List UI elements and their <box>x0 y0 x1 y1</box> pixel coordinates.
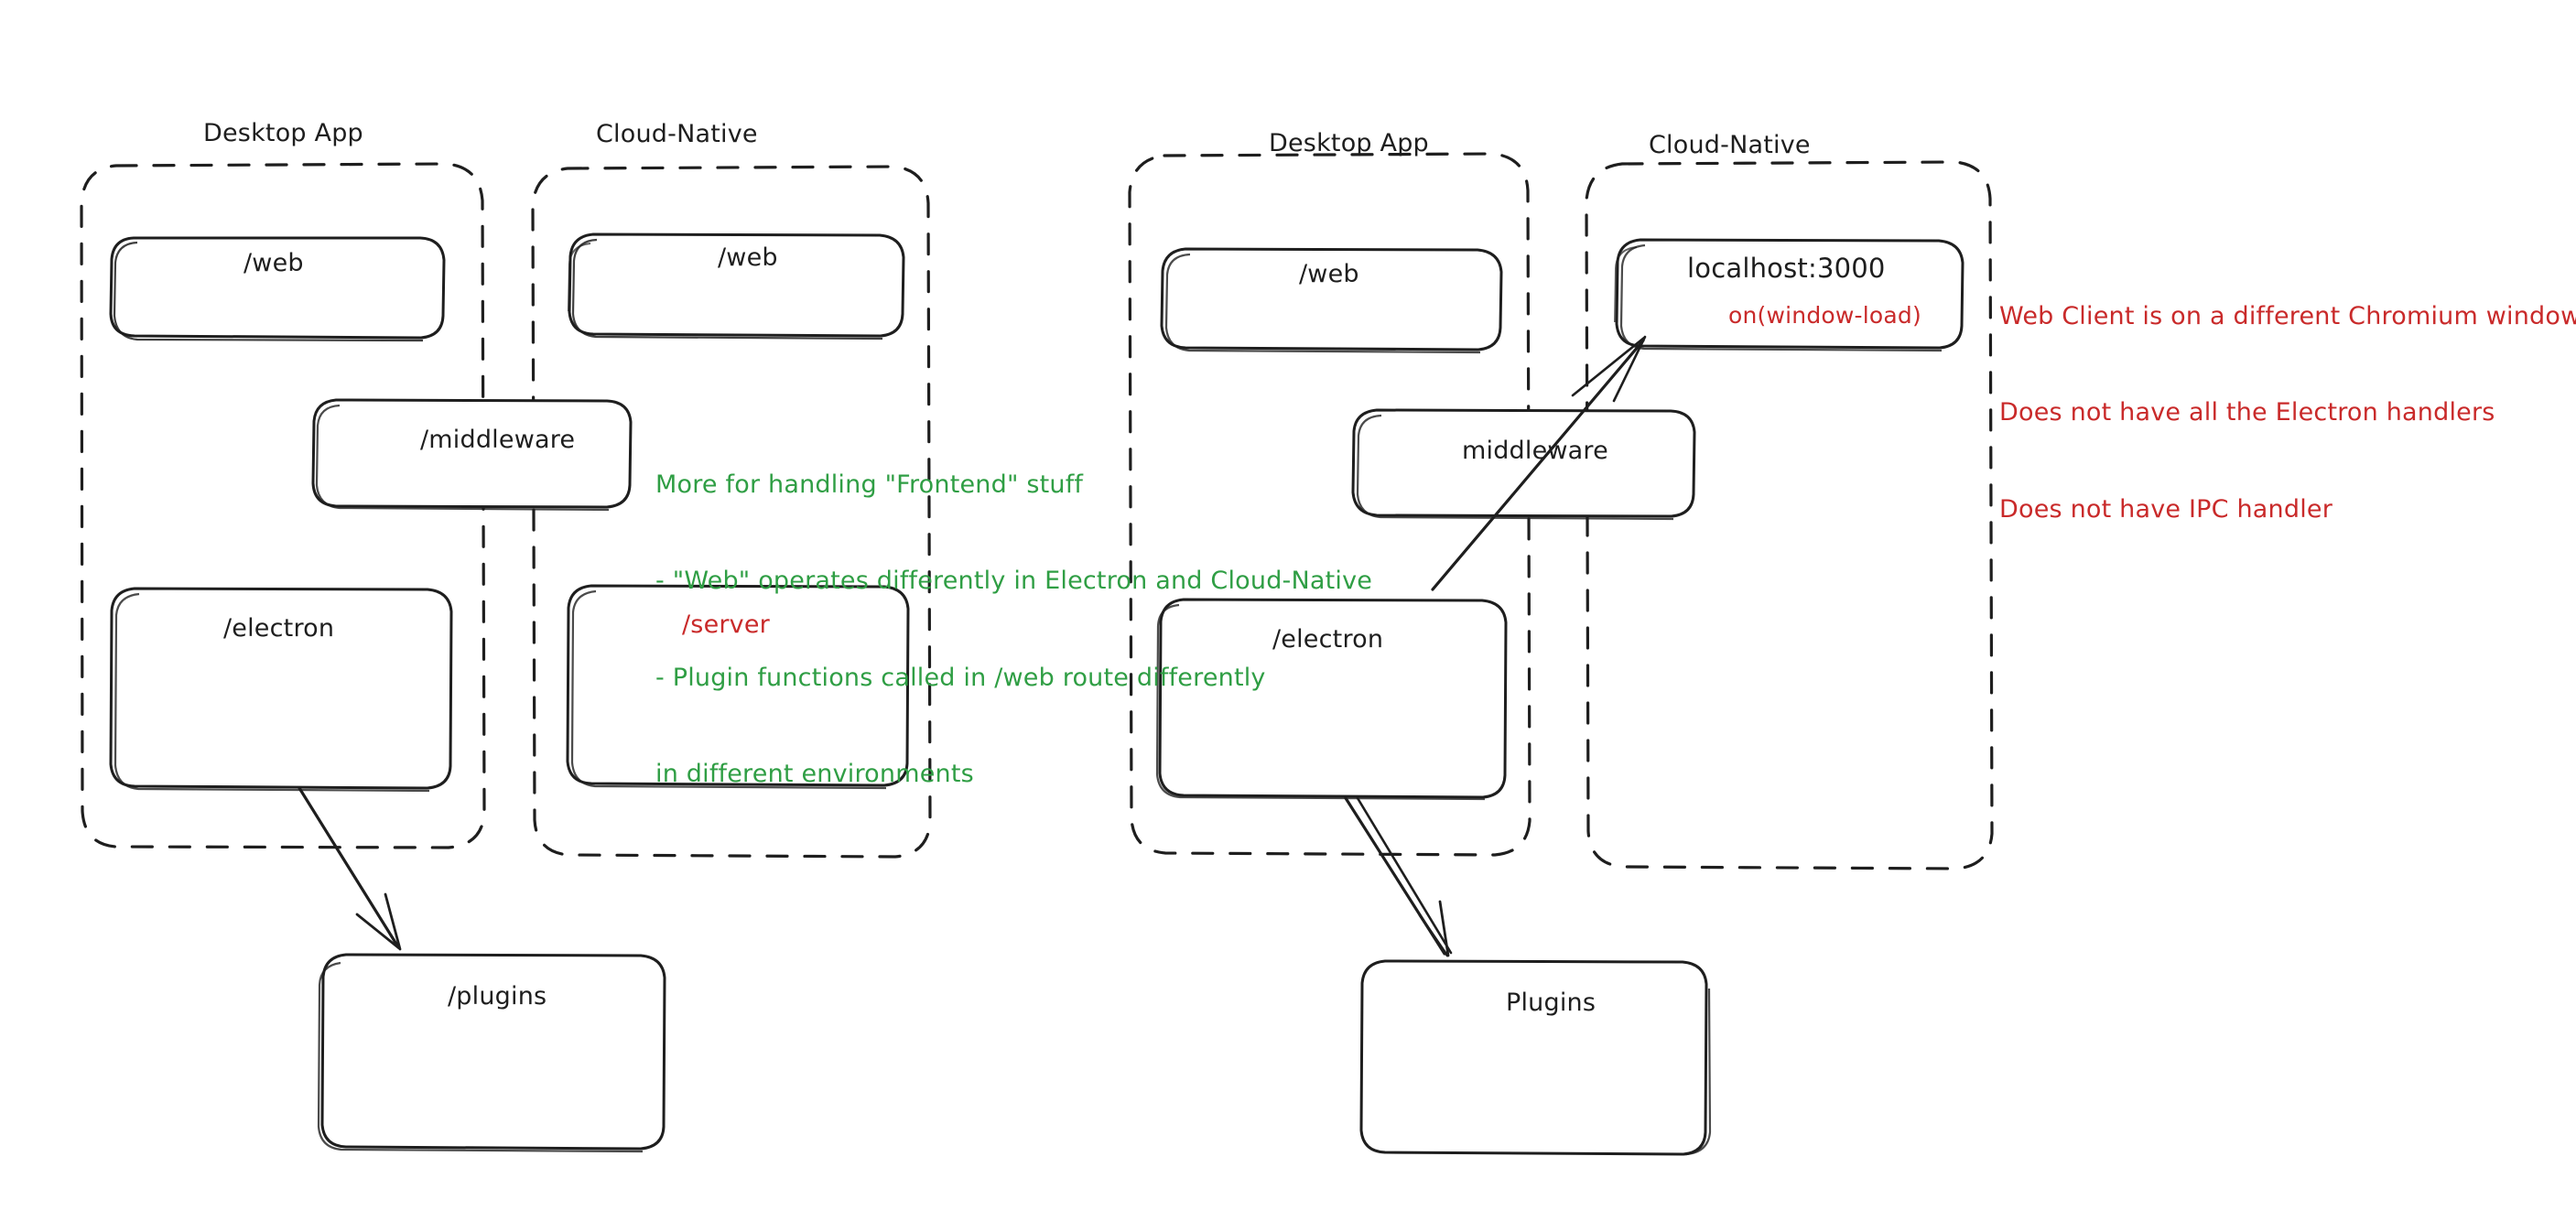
node-label-right-localhost: localhost:3000 <box>1687 253 1886 284</box>
annotation-red-line-3: Does not have IPC handler <box>1999 494 2333 524</box>
node-label-right-middleware: middleware <box>1462 437 1608 465</box>
node-label-left-web-cloud: /web <box>718 243 778 272</box>
annotation-green-line-1: More for handling "Frontend" stuff <box>655 470 1084 500</box>
node-right-web[interactable] <box>1160 247 1503 354</box>
node-label-right-web: /web <box>1299 260 1359 288</box>
node-sublabel-right-localhost: on(window-load) <box>1728 302 1921 329</box>
group-left-cloud-native[interactable] <box>531 165 932 859</box>
node-left-server[interactable] <box>566 584 910 790</box>
annotation-red-line-2: Does not have all the Electron handlers <box>1999 398 2495 427</box>
node-left-web-cloud[interactable] <box>568 232 905 340</box>
node-left-plugins[interactable] <box>317 953 666 1153</box>
group-left-desktop-app[interactable] <box>80 162 486 849</box>
group-title-right-desktop-app: Desktop App <box>1269 129 1429 157</box>
annotation-green-line-4: in different environments <box>655 760 974 789</box>
node-right-plugins[interactable] <box>1359 959 1712 1156</box>
node-left-middleware[interactable] <box>311 398 633 512</box>
group-title-left-cloud-native: Cloud-Native <box>596 120 758 148</box>
node-label-left-middleware: /middleware <box>420 426 576 454</box>
arrow-left-electron-to-plugins <box>298 786 402 951</box>
node-right-middleware[interactable] <box>1351 408 1696 521</box>
arrow-right-electron-to-plugins <box>1344 796 1453 957</box>
node-label-right-electron: /electron <box>1272 625 1384 654</box>
annotation-green-line-3: - Plugin functions called in /web route … <box>655 663 1266 692</box>
node-label-right-plugins: Plugins <box>1506 989 1596 1017</box>
node-label-left-electron: /electron <box>223 614 335 643</box>
group-title-left-desktop-app: Desktop App <box>203 119 363 147</box>
arrow-right-electron-to-localhost <box>1431 335 1647 591</box>
group-right-cloud-native[interactable] <box>1585 160 1994 870</box>
annotation-red-note: Web Client is on a different Chromium wi… <box>1999 236 2576 557</box>
node-label-left-server: /server <box>682 611 770 639</box>
annotation-green-note: More for handling "Frontend" stuff - "We… <box>655 405 1372 822</box>
node-left-electron[interactable] <box>109 587 453 793</box>
group-title-right-cloud-native: Cloud-Native <box>1649 131 1811 159</box>
annotation-red-line-1: Web Client is on a different Chromium wi… <box>1999 302 2576 331</box>
annotation-green-line-2: - "Web" operates differently in Electron… <box>655 567 1373 596</box>
node-right-electron[interactable] <box>1155 598 1508 801</box>
node-label-left-web: /web <box>244 249 304 277</box>
node-label-left-plugins: /plugins <box>448 982 547 1010</box>
node-left-web[interactable] <box>109 236 446 342</box>
